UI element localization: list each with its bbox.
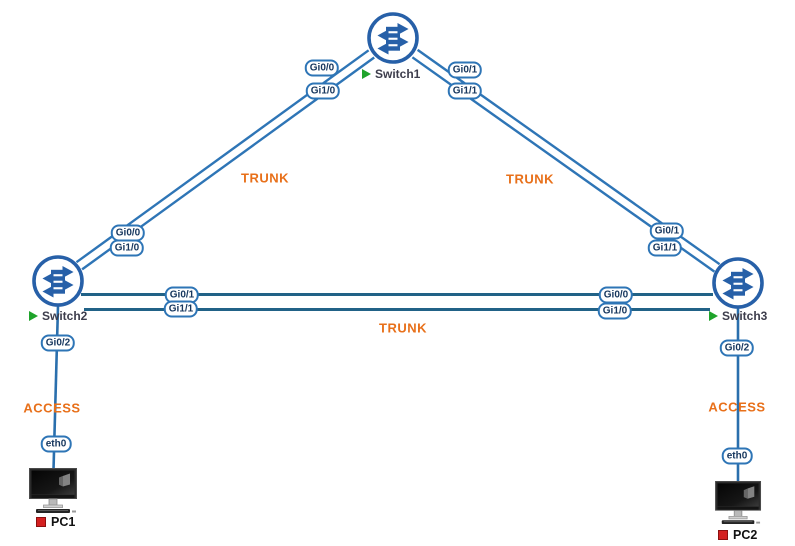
port-label-switch3-gi1-0[interactable]: Gi1/0 <box>597 302 633 320</box>
node-switch3[interactable] <box>710 255 766 316</box>
access-label-left[interactable]: ACCESS <box>23 400 81 416</box>
port-label-pc2-eth0[interactable]: eth0 <box>721 447 753 465</box>
port-label-switch1-gi0-0[interactable]: Gi0/0 <box>304 59 340 77</box>
trunk-label-bottom[interactable]: TRUNK <box>379 320 427 336</box>
port-label-switch3-gi0-1[interactable]: Gi0/1 <box>649 222 685 240</box>
node-pc1[interactable] <box>29 468 79 519</box>
node-label-text: PC2 <box>733 528 758 542</box>
port-label-switch3-gi0-0[interactable]: Gi0/0 <box>598 286 634 304</box>
port-label-switch3-gi0-2[interactable]: Gi0/2 <box>719 339 755 357</box>
port-label-switch3-gi1-1[interactable]: Gi1/1 <box>647 239 683 257</box>
node-label-pc2[interactable]: PC2 <box>718 528 757 542</box>
port-label-switch1-gi1-1[interactable]: Gi1/1 <box>447 82 483 100</box>
port-label-switch2-gi1-1[interactable]: Gi1/1 <box>163 300 199 318</box>
port-label-switch1-gi0-1[interactable]: Gi0/1 <box>447 61 483 79</box>
node-switch1[interactable] <box>365 10 421 71</box>
trunk-label-left[interactable]: TRUNK <box>241 170 289 186</box>
status-running-icon <box>362 69 371 79</box>
pc-icon <box>711 481 767 525</box>
pc-icon <box>29 468 79 513</box>
node-switch2[interactable] <box>30 253 86 314</box>
node-label-text: Switch1 <box>375 67 421 81</box>
switch-icon <box>365 10 421 66</box>
trunk-label-right[interactable]: TRUNK <box>506 171 554 187</box>
port-label-switch2-gi0-2[interactable]: Gi0/2 <box>40 334 76 352</box>
node-label-switch1[interactable]: Switch1 <box>362 67 420 81</box>
node-label-pc1[interactable]: PC1 <box>36 515 75 529</box>
status-running-icon <box>29 311 38 321</box>
status-stopped-icon <box>718 530 728 540</box>
status-stopped-icon <box>36 517 46 527</box>
node-label-text: Switch3 <box>722 309 768 323</box>
switch-icon <box>710 255 766 311</box>
node-label-text: Switch2 <box>42 309 88 323</box>
port-label-switch2-gi1-0[interactable]: Gi1/0 <box>109 239 145 257</box>
node-pc2[interactable] <box>711 481 767 530</box>
port-label-pc1-eth0[interactable]: eth0 <box>40 435 72 453</box>
node-label-switch2[interactable]: Switch2 <box>29 309 87 323</box>
port-label-switch1-gi1-0[interactable]: Gi1/0 <box>305 82 341 100</box>
switch-icon <box>30 253 86 309</box>
access-label-right[interactable]: ACCESS <box>708 399 766 415</box>
status-running-icon <box>709 311 718 321</box>
node-label-text: PC1 <box>51 515 76 529</box>
node-label-switch3[interactable]: Switch3 <box>709 309 767 323</box>
